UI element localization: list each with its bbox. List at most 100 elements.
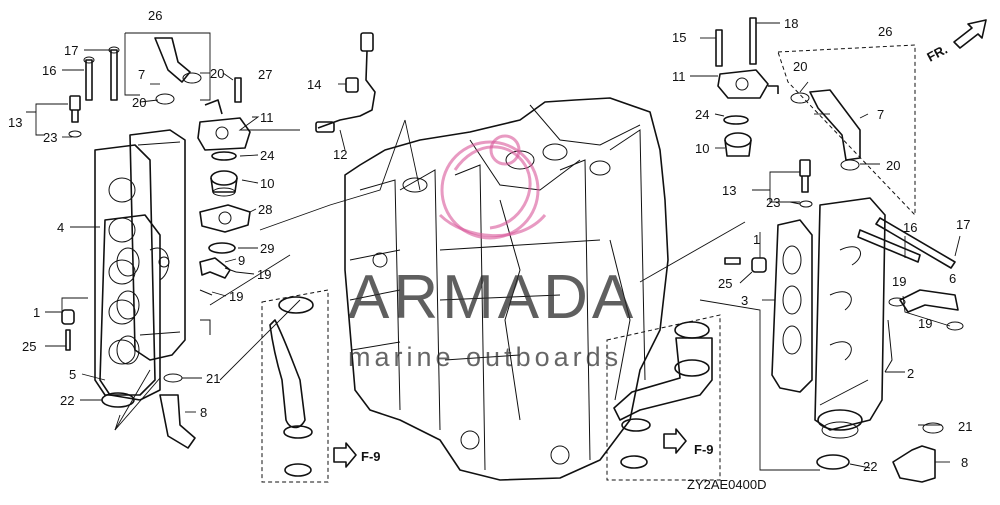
thermostat-10-left <box>210 170 238 197</box>
o-ring-22-right <box>816 454 850 470</box>
left-manifold-front-plate <box>99 214 161 401</box>
callout-21-left: 21 <box>206 371 220 386</box>
callout-5-left: 5 <box>69 367 76 382</box>
callout-13-left: 13 <box>8 115 22 130</box>
thermostat-housing-right <box>717 69 779 99</box>
callout-4-left: 4 <box>57 220 64 235</box>
callout-20-left-bottom: 20 <box>132 95 146 110</box>
connector-14 <box>345 77 359 93</box>
callout-7-right: 7 <box>877 107 884 122</box>
callout-6-right: 6 <box>949 271 956 286</box>
callout-21-right: 21 <box>958 419 972 434</box>
clip-21-right <box>922 422 944 434</box>
callouts: 26 17 16 7 20 27 20 13 23 11 24 10 28 4 … <box>8 8 972 492</box>
arrow-ref-left <box>333 442 357 468</box>
callout-19-right-bottom: 19 <box>918 316 932 331</box>
bushing-1-left <box>61 309 75 325</box>
callout-22-left: 22 <box>60 393 74 408</box>
callout-19-right-top: 19 <box>892 274 906 289</box>
callout-27-left: 27 <box>258 67 272 82</box>
right-gasket-plate <box>771 219 813 393</box>
elbow-8-right <box>892 445 936 483</box>
callout-8-left: 8 <box>200 405 207 420</box>
callout-8-right: 8 <box>961 455 968 470</box>
o-ring-29-left <box>208 242 236 254</box>
callout-20-right-bottom: 20 <box>886 158 900 173</box>
left-exhaust-cover <box>129 129 211 361</box>
bolt-25-left <box>65 329 71 351</box>
callout-12: 12 <box>333 147 347 162</box>
bushing-1-right <box>751 257 767 273</box>
callout-19-left-bottom: 19 <box>229 289 243 304</box>
bolt-16-17-left <box>83 46 120 101</box>
right-pipe-inset <box>606 314 721 481</box>
callout-9-left: 9 <box>238 253 245 268</box>
callout-11-left: 11 <box>260 110 274 125</box>
front-direction-label: FR. <box>924 42 950 65</box>
bolt-27-left <box>234 77 242 103</box>
callout-7-left: 7 <box>138 67 145 82</box>
bolt-15-18-right <box>715 17 757 67</box>
callout-24-left: 24 <box>260 148 274 163</box>
sensor-wire-12 <box>315 32 376 133</box>
clip-20-left <box>155 72 202 105</box>
callout-11-right: 11 <box>672 69 686 84</box>
callout-25-right: 25 <box>718 276 732 291</box>
front-direction-arrow <box>953 19 987 49</box>
callout-1-right: 1 <box>753 232 760 247</box>
callout-25-left: 25 <box>22 339 36 354</box>
callout-28-left: 28 <box>258 202 272 217</box>
callout-29-left: 29 <box>260 241 274 256</box>
callout-26-left: 26 <box>148 8 162 23</box>
callout-18-right: 18 <box>784 16 798 31</box>
callout-10-left: 10 <box>260 176 274 191</box>
hose-6-right <box>899 289 959 313</box>
callout-3-right: 3 <box>741 293 748 308</box>
ref-label-left: F-9 <box>361 449 381 464</box>
left-pipe-inset <box>261 289 329 483</box>
callout-20-right-top: 20 <box>793 59 807 74</box>
callout-16-left: 16 <box>42 63 56 78</box>
bolt-25-right <box>724 257 741 265</box>
callout-14: 14 <box>307 77 321 92</box>
diagram-code: ZY2AE0400D <box>687 477 767 492</box>
leader-lines <box>26 22 961 471</box>
clip-19-left <box>199 267 237 296</box>
callout-17-right: 17 <box>956 217 970 232</box>
arrow-ref-right <box>663 428 687 454</box>
left-gasket-plate <box>94 144 156 396</box>
cylinder-block <box>344 97 669 481</box>
hose-7-left <box>154 37 191 83</box>
callout-1-left: 1 <box>33 305 40 320</box>
callout-24-right: 24 <box>695 107 709 122</box>
callout-13-right: 13 <box>722 183 736 198</box>
callout-19-left-top: 19 <box>257 267 271 282</box>
clip-21-left <box>163 373 183 383</box>
watermark-logo <box>438 134 547 240</box>
sensor-13-left <box>68 95 82 138</box>
bolt-16-17-right <box>857 217 956 269</box>
callout-2-right: 2 <box>907 366 914 381</box>
callout-16-right: 16 <box>903 220 917 235</box>
callout-23-left: 23 <box>43 130 57 145</box>
clip-19-right <box>888 297 964 331</box>
cover-28-left <box>199 204 251 233</box>
callout-20-left-top: 20 <box>210 66 224 81</box>
watermark: ARMADA marine outboards <box>348 134 637 372</box>
thermostat-10-right <box>724 132 752 157</box>
callout-22-right: 22 <box>863 459 877 474</box>
thermostat-housing-left <box>197 99 251 151</box>
callout-10-right: 10 <box>695 141 709 156</box>
callout-26-right: 26 <box>878 24 892 39</box>
callout-15-right: 15 <box>672 30 686 45</box>
ref-label-right: F-9 <box>694 442 714 457</box>
callout-17-left: 17 <box>64 43 78 58</box>
o-ring-24-right <box>723 115 749 125</box>
o-ring-24-left <box>211 151 237 161</box>
callout-23-right: 23 <box>766 195 780 210</box>
watermark-brand: ARMADA <box>348 263 637 332</box>
sensor-13-right <box>799 159 813 208</box>
hose-9-left <box>199 257 231 279</box>
